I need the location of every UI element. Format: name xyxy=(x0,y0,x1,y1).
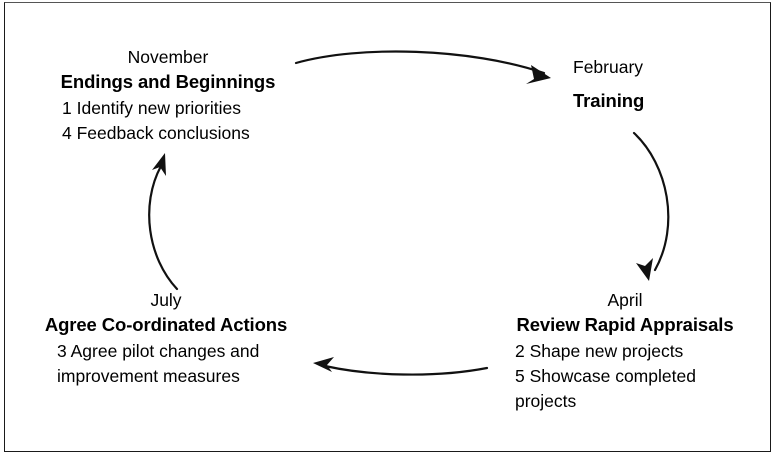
list-item: 1 Identify new priorities xyxy=(62,98,241,118)
cycle-node-april: April Review Rapid Appraisals 2 Shape ne… xyxy=(480,289,770,414)
list-item: projects xyxy=(515,391,577,411)
cycle-node-july: July Agree Co-ordinated Actions 3 Agree … xyxy=(16,289,316,389)
list-item: 4 Feedback conclusions xyxy=(62,123,250,143)
node-title-label: Review Rapid Appraisals xyxy=(516,314,734,335)
node-item-list: 2 Shape new projects 5 Showcase complete… xyxy=(480,339,770,414)
node-month-label: November xyxy=(127,47,209,67)
node-month-label: July xyxy=(150,290,182,310)
node-item-list: 3 Agree pilot changes and improvement me… xyxy=(16,339,316,389)
list-item: 5 Showcase completed xyxy=(515,366,696,386)
cycle-node-november: November Endings and Beginnings 1 Identi… xyxy=(18,46,318,146)
node-item-list: 1 Identify new priorities 4 Feedback con… xyxy=(18,96,318,146)
node-title-label: Agree Co-ordinated Actions xyxy=(44,314,288,335)
node-title-label: Training xyxy=(573,90,645,111)
node-month-label: February xyxy=(573,57,644,77)
list-item: improvement measures xyxy=(57,366,240,386)
node-title-label: Endings and Beginnings xyxy=(60,71,276,92)
list-item: 2 Shape new projects xyxy=(515,341,684,361)
node-month-label: April xyxy=(607,290,643,310)
list-item: 3 Agree pilot changes and xyxy=(57,341,260,361)
cycle-node-february: February Training xyxy=(573,56,763,113)
